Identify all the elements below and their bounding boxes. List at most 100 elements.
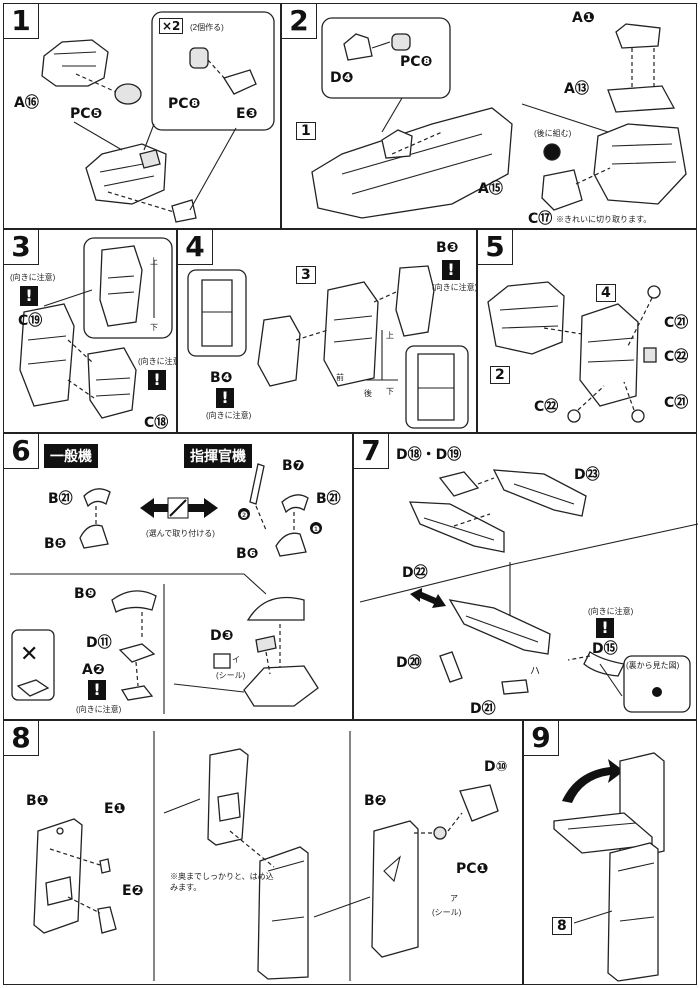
label-d11: D⑪	[86, 635, 112, 651]
step-number: 1	[4, 4, 39, 39]
note-seal: (シール)	[432, 908, 462, 917]
note-orientation-2: (向きに注意)	[138, 357, 184, 366]
step-number: 3	[4, 230, 39, 265]
label-d21: D㉑	[470, 701, 496, 717]
step-number: 9	[524, 721, 559, 756]
note-orientation: (向きに注意)	[588, 607, 634, 616]
label-a15: A⑮	[478, 181, 503, 197]
ref-step-3: 3	[296, 266, 316, 284]
label-b4: B❹	[210, 370, 233, 386]
label-b21-commander: B㉑	[316, 491, 341, 507]
step-number: 2	[282, 4, 317, 39]
step-marker-2: ❷	[240, 510, 249, 520]
note-orientation-2: (向きに注意)	[206, 411, 252, 420]
step-number: 8	[4, 721, 39, 756]
attention-icon: !	[20, 286, 38, 306]
step-8-panel: 8 B❶ E❶ E❷ ※奥までしっかりと、はめ込みます。 D⑩ B❷ PC❶ ア…	[3, 720, 523, 985]
label-pc8: PC❽	[400, 54, 433, 70]
label-c21-top: C㉑	[664, 315, 689, 331]
note-push-in-firmly: ※奥までしっかりと、はめ込みます。	[170, 872, 274, 892]
step-3-panel: 3 (向きに注意) ! C⑲ 上 下 (向きに注意) ! C⑱	[3, 229, 183, 433]
label-d18-d19: D⑱・D⑲	[396, 447, 462, 463]
label-d10: D⑩	[484, 759, 508, 775]
ref-step-8: 8	[552, 917, 572, 935]
step-3-illustration	[19, 237, 173, 419]
label-pc1: PC❶	[456, 861, 489, 877]
label-b9: B❾	[74, 586, 97, 602]
attention-icon: !	[216, 388, 234, 408]
attention-icon: !	[148, 370, 166, 390]
tag-general-type: 一般機	[44, 444, 98, 468]
tag-commander-type: 指揮官機	[184, 444, 252, 468]
label-a16: A⑯	[14, 95, 39, 111]
step-7-illustration	[359, 469, 699, 713]
label-x2: ×2	[159, 18, 184, 34]
note-orientation: (向きに注意)	[432, 283, 478, 292]
label-d23: D㉓	[574, 467, 600, 483]
label-down: 下	[150, 323, 158, 332]
attention-icon: !	[596, 618, 614, 638]
label-up: 上	[150, 257, 158, 266]
step-4-panel: 4 3 B❸ ! (向きに注意) B❹ ! (向きに注意) 上 下 前 後	[177, 229, 477, 433]
note-cut-clean: ※きれいに切り取ります。	[556, 215, 652, 224]
label-pc5: PC❺	[70, 106, 103, 122]
label-d3: D❸	[210, 628, 234, 644]
step-5-illustration	[487, 281, 661, 423]
step-7-panel: 7 D⑱・D⑲ D㉓ D㉒ (向きに注意) ! D⑮ (裏から見た図) D⑳ D…	[353, 433, 699, 720]
label-pc8: PC❽	[168, 96, 201, 112]
label-d15: D⑮	[592, 641, 618, 657]
step-2-panel: 2 D❹ PC❽ 1 A⑮ A❶ A⑬ (後に組む) C⑰ ※きれいに切り取りま…	[281, 3, 697, 229]
step-number: 4	[178, 230, 213, 265]
label-b1: B❶	[26, 793, 49, 809]
label-down: 下	[386, 387, 394, 396]
seal-id: イ	[232, 655, 240, 664]
note-orientation: (向きに注意)	[76, 705, 122, 714]
note-make-two: (2個作る)	[190, 23, 224, 32]
label-b7: B❼	[282, 458, 305, 474]
ref-step-1: 1	[296, 122, 316, 140]
note-seen-from-back: (裏から見た図)	[626, 661, 680, 670]
wrong-mark: ✕	[20, 642, 39, 667]
note-assemble-later: (後に組む)	[534, 129, 572, 138]
label-a13: A⑬	[564, 81, 589, 97]
step-8-illustration	[33, 731, 499, 981]
ref-step-4: 4	[596, 284, 616, 302]
note-seal: (シール)	[216, 671, 246, 680]
label-c22-bottom: C㉒	[534, 399, 559, 415]
label-a1: A❶	[572, 10, 595, 26]
label-b6: B❻	[236, 546, 259, 562]
step-9-panel: 9 8	[523, 720, 697, 985]
label-a2: A❷	[82, 662, 105, 678]
step-4-illustration	[187, 265, 469, 429]
step-1-illustration	[41, 11, 275, 223]
attention-icon: !	[442, 260, 460, 280]
label-back: 後	[364, 389, 372, 398]
label-e2: E❷	[122, 883, 144, 899]
seal-id: ア	[450, 894, 458, 903]
step-number: 5	[478, 230, 513, 265]
step-1-panel: 1 A⑯ PC❺ ×2 (2個作る) PC❽ E❸	[3, 3, 281, 229]
label-c18: C⑱	[144, 415, 169, 431]
label-c19: C⑲	[18, 313, 43, 329]
step-5-panel: 5 4 2 C㉑ C㉒ C㉑ C㉒	[477, 229, 697, 433]
step-marker-1: ❶	[312, 524, 321, 534]
label-d20: D⑳	[396, 655, 422, 671]
label-b21-general: B㉑	[48, 491, 73, 507]
label-e1: E❶	[104, 801, 126, 817]
seal-id-ha: ハ	[530, 666, 540, 677]
label-c22-right: C㉒	[664, 349, 689, 365]
label-d22: D㉒	[402, 565, 428, 581]
label-b5: B❺	[44, 536, 67, 552]
label-up: 上	[386, 331, 394, 340]
step-9-illustration	[553, 752, 665, 982]
label-c21-bottom: C㉑	[664, 395, 689, 411]
label-front: 前	[336, 373, 344, 382]
step-6-illustration	[10, 463, 322, 714]
note-orientation: (向きに注意)	[10, 273, 56, 282]
label-d4: D❹	[330, 70, 354, 86]
label-b3: B❸	[436, 240, 459, 256]
step-6-panel: 6 一般機 指揮官機 B㉑	[3, 433, 353, 720]
step-2-illustration	[311, 17, 687, 219]
label-b2: B❷	[364, 793, 387, 809]
attention-icon: !	[88, 680, 106, 700]
